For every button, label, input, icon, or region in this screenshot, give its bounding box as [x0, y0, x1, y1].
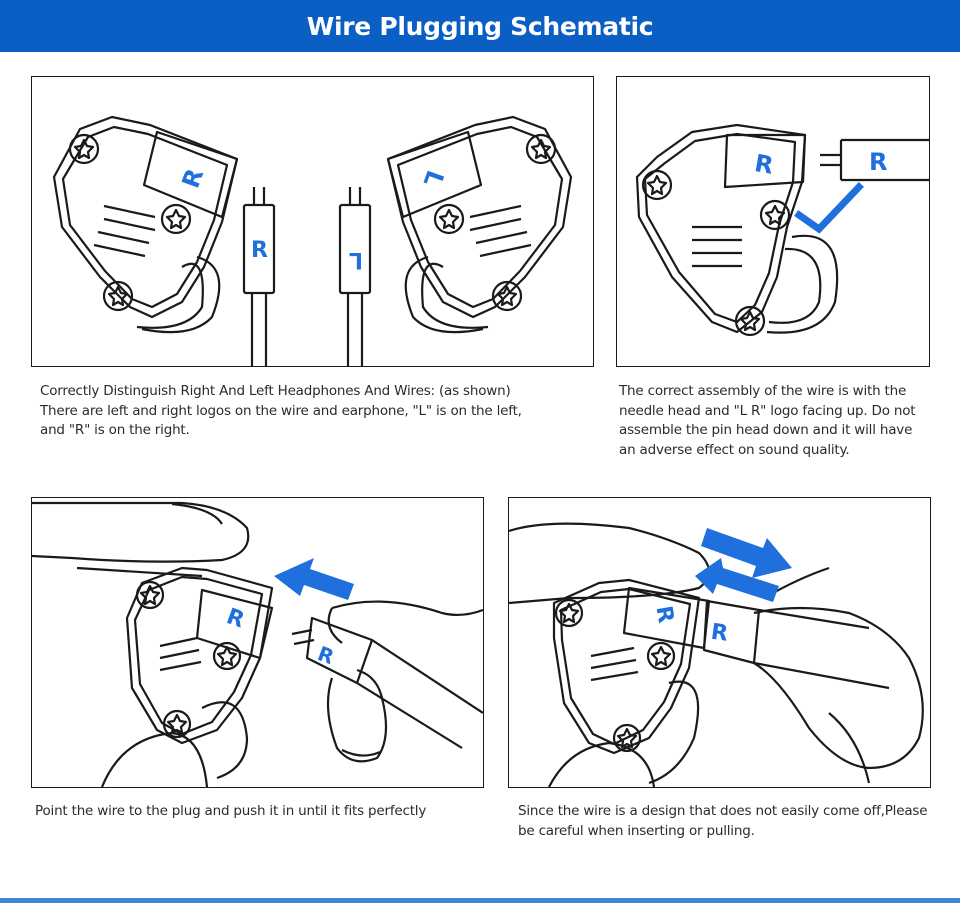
left-wire: [338, 187, 372, 366]
caption-distinguish: Correctly Distinguish Right And Left Hea…: [40, 383, 522, 438]
panel-insert: R R: [31, 497, 484, 788]
panel-pull: R R: [508, 497, 931, 788]
caption-insert: Point the wire to the plug and push it i…: [35, 803, 427, 819]
caption-assembly: The correct assembly of the wire is with…: [619, 383, 916, 458]
arrow-left-icon: [274, 558, 354, 600]
earphones-left-right-diagram: R R L L: [52, 115, 573, 366]
right-wire: [242, 187, 276, 366]
pull-wire-logo: R: [709, 620, 729, 647]
left-wire-logo: L: [349, 247, 363, 272]
left-earphone: [386, 115, 573, 334]
pull-diagram: R R: [509, 522, 924, 787]
panel-distinguish: R R L L: [31, 76, 594, 367]
right-earphone-logo: R: [177, 165, 210, 192]
assembly-diagram: R R: [635, 123, 929, 337]
insert-diagram: R R: [32, 501, 483, 787]
checkmark-icon: [794, 182, 864, 234]
page-title: Wire Plugging Schematic: [306, 11, 654, 41]
insert-wire-logo: R: [314, 641, 337, 669]
left-earphone-logo: L: [418, 167, 450, 191]
header-banner: Wire Plugging Schematic: [0, 0, 960, 52]
pull-earphone-logo: R: [650, 604, 678, 625]
right-earphone: [52, 115, 239, 334]
arrow-right-icon: [701, 528, 792, 578]
bottom-divider: [0, 898, 960, 903]
insert-earphone-logo: R: [223, 604, 248, 633]
earphone-logo: R: [752, 149, 775, 180]
wire-logo: R: [869, 148, 887, 176]
right-wire-logo: R: [251, 238, 268, 263]
panel-assembly: R R: [616, 76, 930, 367]
caption-pull: Since the wire is a design that does not…: [518, 803, 928, 839]
arrow-left-icon: [695, 558, 779, 602]
